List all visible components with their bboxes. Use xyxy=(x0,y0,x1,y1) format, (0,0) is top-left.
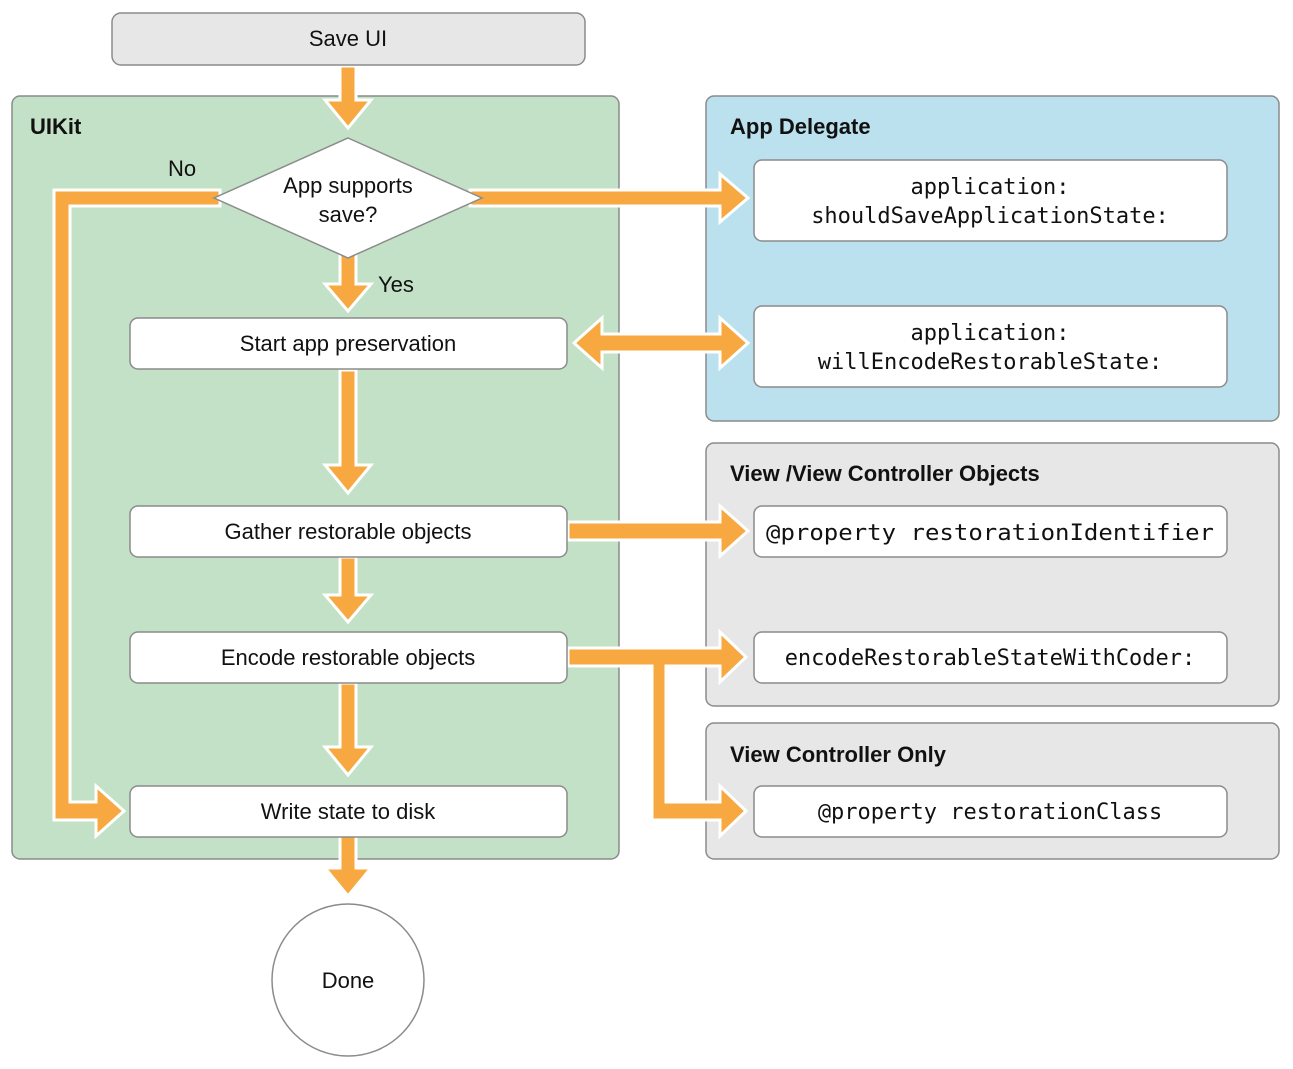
will-encode-method-box xyxy=(753,305,1228,388)
encode-with-coder-label: encodeRestorableStateWithCoder: xyxy=(785,646,1196,671)
write-label: Write state to disk xyxy=(261,799,436,824)
arrow-write-to-done xyxy=(321,834,375,899)
arrow-start-will-encode xyxy=(571,314,751,372)
decision-node xyxy=(212,137,484,259)
restoration-class-label: @property restorationClass xyxy=(818,800,1162,825)
arrow-no-to-write xyxy=(52,188,222,840)
yes-label: Yes xyxy=(378,272,414,297)
encode-with-coder-box xyxy=(753,631,1228,684)
view-controller-only-group-title: View Controller Only xyxy=(730,742,947,767)
should-save-line1: application: xyxy=(911,175,1070,200)
start-preservation-label: Start app preservation xyxy=(240,331,456,356)
done-label: Done xyxy=(322,968,375,993)
start-node xyxy=(111,12,586,66)
encode-node xyxy=(129,631,568,684)
flow-arrows xyxy=(52,64,751,899)
app-delegate-group-title: App Delegate xyxy=(730,114,871,139)
uikit-group-title: UIKit xyxy=(30,114,82,139)
arrow-encode-to-coder-and-class xyxy=(566,628,749,840)
gather-node xyxy=(129,505,568,558)
restoration-identifier-box xyxy=(753,505,1228,558)
will-encode-line2: willEncodeRestorableState: xyxy=(818,350,1162,375)
decision-label-line1: App supports xyxy=(283,173,413,198)
start-preservation-node xyxy=(129,317,568,370)
arrow-save-to-decision xyxy=(321,64,375,131)
should-save-line2: shouldSaveApplicationState: xyxy=(811,204,1169,229)
restoration-class-box xyxy=(753,785,1228,838)
encode-label: Encode restorable objects xyxy=(221,645,475,670)
arrow-gather-to-encode xyxy=(321,555,375,625)
restoration-identifier-label: @property restorationIdentifier xyxy=(766,521,1214,546)
arrow-encode-to-write xyxy=(321,681,375,778)
arrow-start-to-gather xyxy=(321,368,375,496)
decision-label-line2: save? xyxy=(319,202,378,227)
no-label: No xyxy=(168,156,196,181)
arrow-gather-to-identifier xyxy=(566,502,751,560)
should-save-method-box xyxy=(753,159,1228,242)
write-node xyxy=(129,785,568,838)
will-encode-line1: application: xyxy=(911,321,1070,346)
arrow-decision-to-should-save xyxy=(468,170,751,226)
done-node xyxy=(271,903,425,1057)
start-node-label: Save UI xyxy=(309,26,387,51)
view-objects-group-title: View /View Controller Objects xyxy=(730,461,1040,486)
arrow-yes-to-start xyxy=(321,252,375,314)
gather-label: Gather restorable objects xyxy=(224,519,471,544)
